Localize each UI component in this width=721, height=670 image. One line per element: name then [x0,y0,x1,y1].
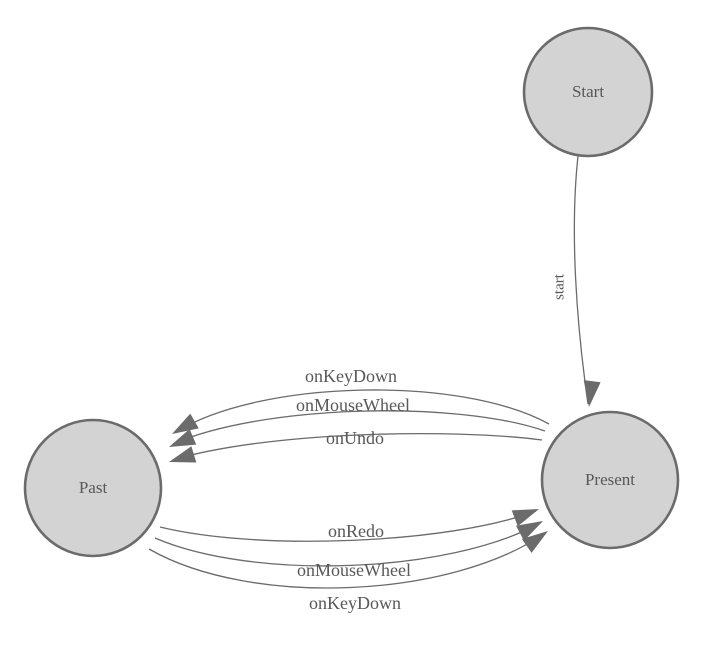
edge-past-to-present-onkeydown[interactable] [148,532,546,589]
edge-label-past-to-present-onmousewheel: onMouseWheel [297,560,411,580]
node-present-circle[interactable] [540,410,680,550]
edge-label-past-to-present-onredo: onRedo [328,521,384,541]
edge-start-to-present[interactable] [573,155,589,405]
arrowhead-into-past-onmousewheel [169,429,197,447]
node-start[interactable]: Start [522,26,654,158]
edge-label-start: start [551,273,567,300]
edge-label-present-to-past-onmousewheel: onMouseWheel [296,395,410,415]
node-past[interactable]: Past [23,418,163,558]
edge-present-to-past-onmousewheel[interactable] [172,410,546,445]
node-past-circle[interactable] [23,418,163,558]
edge-present-to-past-onkeydown[interactable] [175,389,550,433]
arrowhead-into-past-onundo [169,446,197,463]
edge-past-to-present-onredo[interactable] [159,510,537,542]
edge-label-past-to-present-onkeydown: onKeyDown [309,593,401,613]
node-start-circle[interactable] [522,26,654,158]
arrowhead-into-past-onkeydown [172,413,199,434]
arrowhead-into-present-onredo [511,509,539,527]
node-present[interactable]: Present [540,410,680,550]
edge-present-to-past-onundo[interactable] [172,432,543,461]
edges-layer [148,155,589,589]
arrowhead-into-present-onkeydown [521,531,548,553]
arrowhead-into-present-start [583,380,601,407]
edge-label-present-to-past-onundo: onUndo [326,428,384,448]
nodes-layer: Start Past Present [23,26,680,558]
edge-label-present-to-past-onkeydown: onKeyDown [305,366,397,386]
arrowhead-into-present-onmousewheel [516,521,543,541]
edge-past-to-present-onmousewheel[interactable] [154,522,541,567]
arrowheads-layer [169,380,601,553]
edge-labels-layer: start onKeyDown onMouseWheel onUndo onRe… [296,273,567,613]
